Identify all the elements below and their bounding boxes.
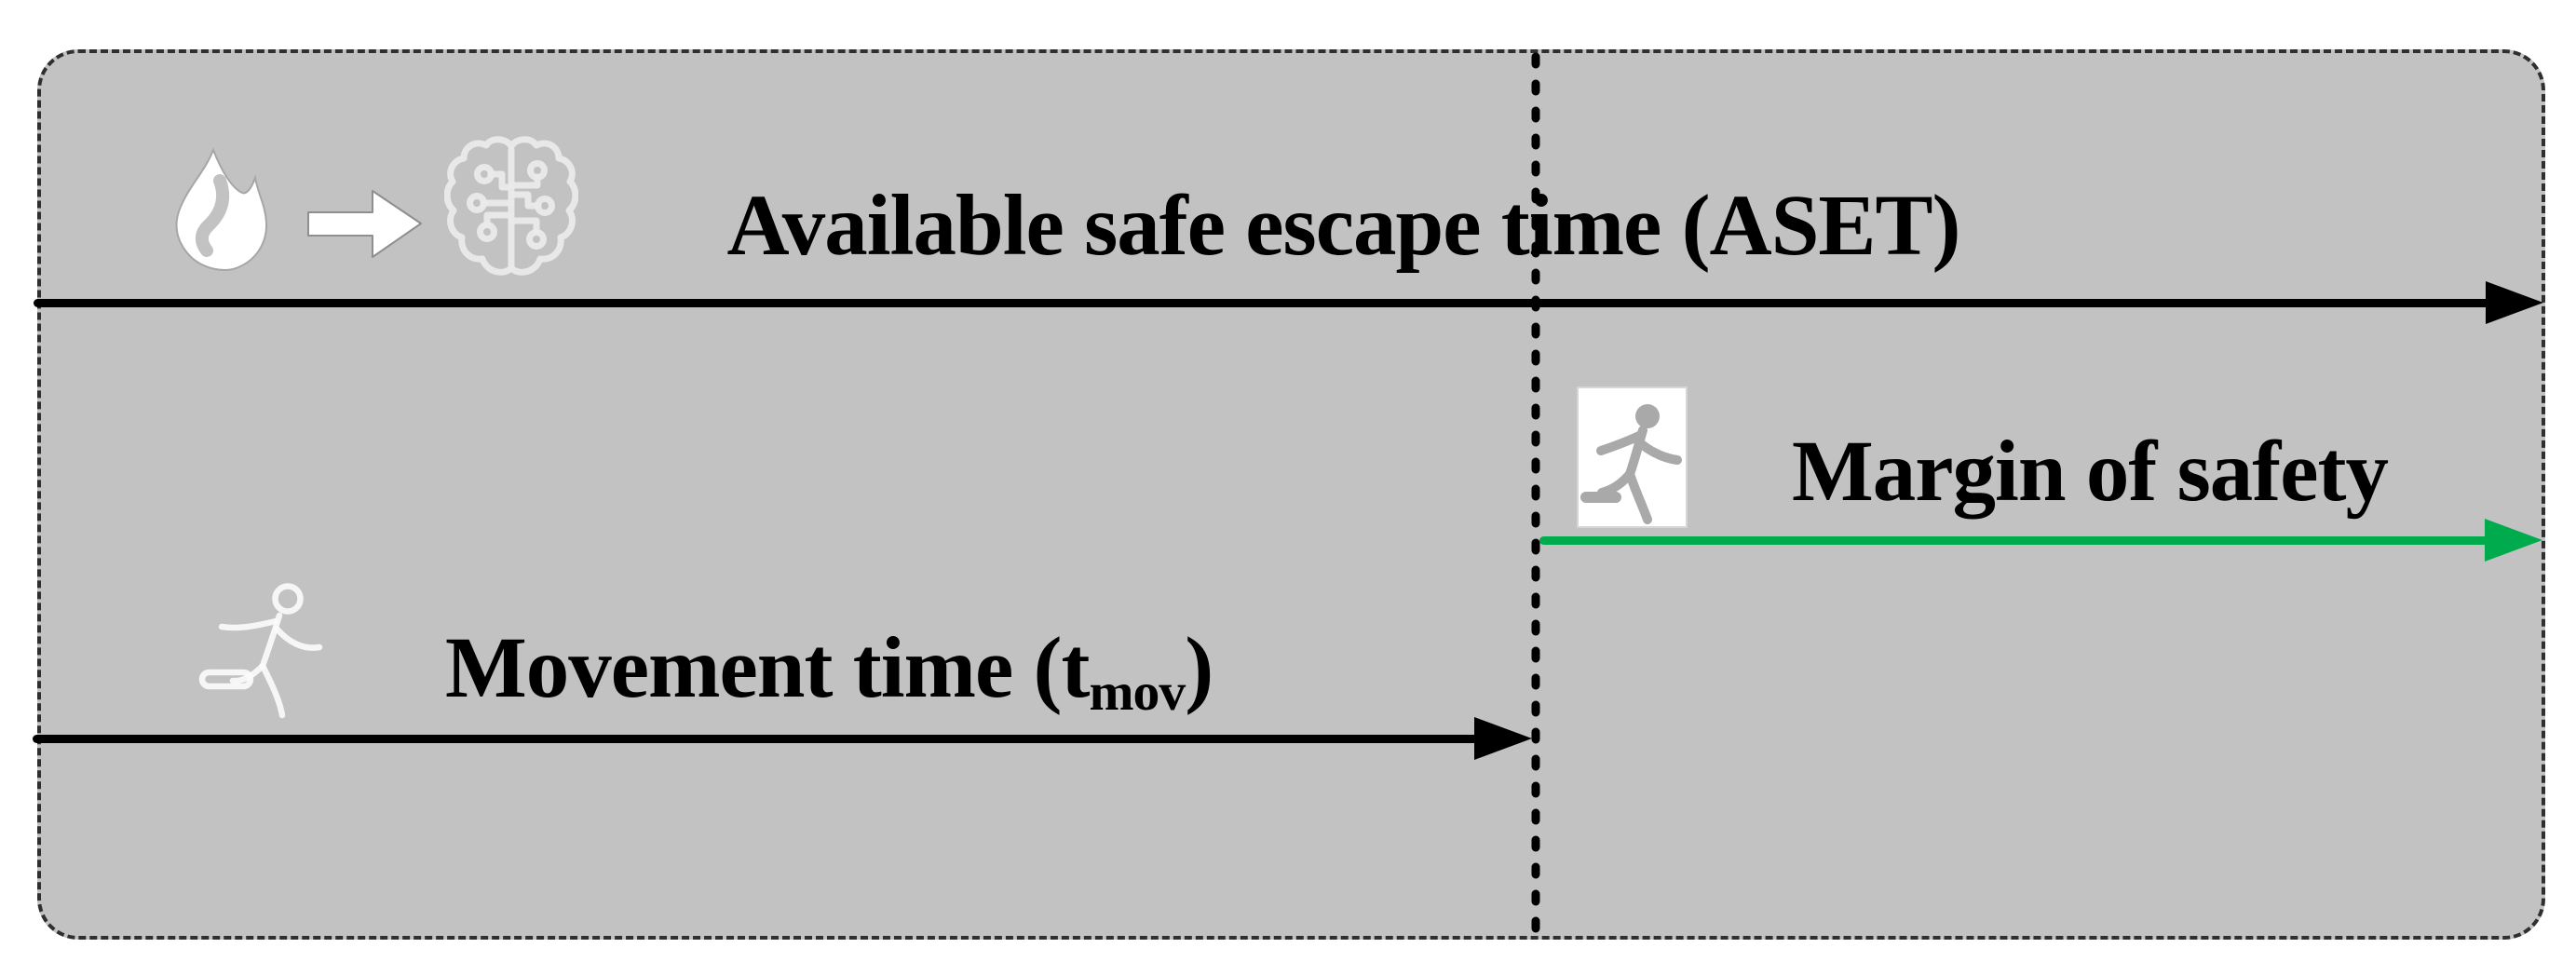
movement-time-label-prefix: Movement time (t xyxy=(445,620,1090,716)
aset-label: Available safe escape time (ASET) xyxy=(726,178,1961,274)
margin-arrowhead xyxy=(2485,519,2542,562)
time-divider-dotted-line xyxy=(1527,45,1544,948)
movement-arrow-line xyxy=(33,735,1482,743)
movement-time-label-subscript: mov xyxy=(1089,662,1186,722)
arrow-right-icon xyxy=(307,184,424,264)
aset-arrowhead xyxy=(2486,281,2543,324)
fire-icon xyxy=(166,147,279,273)
aset-arrow-line xyxy=(34,299,2494,307)
emergency-exit-icon xyxy=(1579,388,1686,526)
margin-of-safety-label: Margin of safety xyxy=(1792,424,2389,520)
diagram-panel xyxy=(37,49,2545,940)
movement-time-label: Movement time (tmov) xyxy=(445,625,1213,719)
movement-time-label-suffix: ) xyxy=(1185,620,1213,716)
margin-arrow-line xyxy=(1539,536,2491,545)
running-person-icon xyxy=(197,577,323,720)
brain-circuit-icon xyxy=(444,135,578,286)
movement-arrowhead xyxy=(1474,717,1532,760)
